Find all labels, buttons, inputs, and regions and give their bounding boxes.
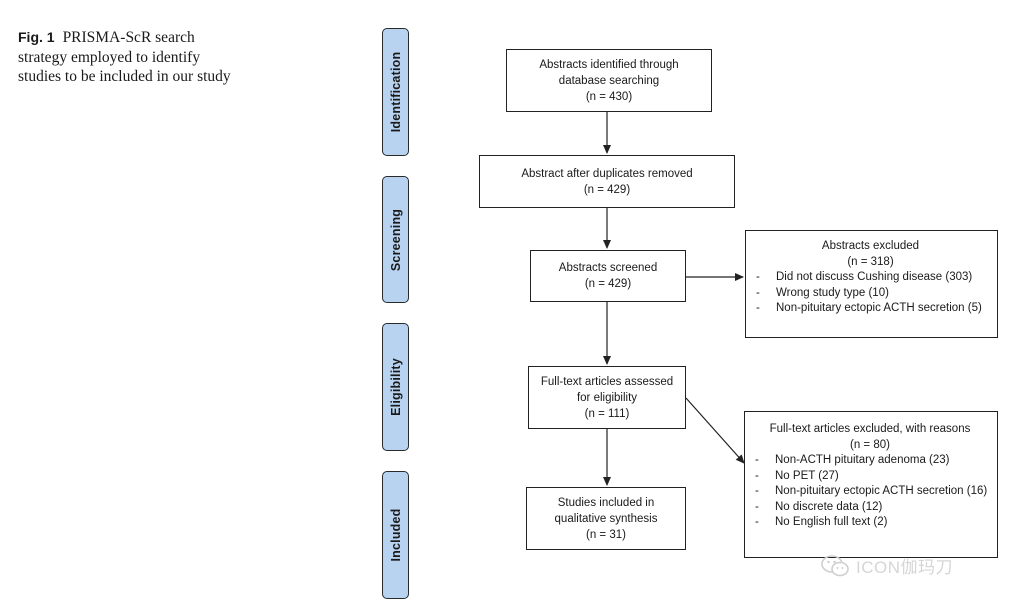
box-after-duplicates: Abstract after duplicates removed (n = 4… [479, 155, 735, 208]
box-count: (n = 430) [585, 90, 633, 103]
phase-screening: Screening [382, 176, 409, 303]
box-text: Abstract after duplicates removed [521, 167, 693, 180]
excluded-abstracts-title: Abstracts excluded [821, 240, 920, 252]
bullet-dash: - [755, 500, 759, 513]
box-records-identified: Abstracts identified through database se… [506, 49, 712, 112]
box-text: Abstracts identified through [539, 58, 679, 71]
bullet-dash: - [755, 516, 759, 528]
excluded-abstracts-count: (n = 318) [847, 255, 894, 268]
box-text: Full-text articles assessed [540, 375, 674, 388]
box-text: Abstracts screened [558, 262, 658, 274]
list-item-text: No PET (27) [775, 469, 839, 482]
list-item: - No English full text (2) [751, 515, 989, 531]
excluded-fulltext-count: (n = 80) [850, 438, 890, 451]
phase-identification: Identification [382, 28, 409, 156]
excluded-fulltext-title: Full-text articles excluded, with reason… [769, 423, 971, 435]
box-text: Studies included in [557, 496, 655, 509]
wechat-icon [821, 554, 849, 576]
list-item: - Non-pituitary ectopic ACTH secretion (1… [751, 484, 989, 500]
caption-text: PRISMA-ScR search strategy employed to i… [18, 29, 231, 85]
arrow-fulltext-to-excluded [685, 397, 745, 464]
bullet-dash: - [756, 286, 760, 299]
list-item: - Non-ACTH pituitary adenoma (23) [751, 453, 989, 469]
box-count: (n = 429) [584, 278, 632, 290]
list-item: - No discrete data (12) [751, 500, 989, 516]
list-item-text: No English full text (2) [775, 516, 888, 528]
box-count: (n = 429) [583, 183, 631, 196]
list-item: - Non-pituitary ectopic ACTH secretion (5… [752, 301, 989, 317]
list-item: - No PET (27) [751, 469, 989, 485]
box-text: for eligibility [576, 391, 638, 404]
bullet-dash: - [755, 469, 759, 482]
bullet-dash: - [756, 302, 760, 314]
box-abstracts-screened: Abstracts screened (n = 429) [530, 250, 686, 302]
bullet-dash: - [756, 271, 760, 283]
box-studies-included: Studies included in qualitative synthesi… [526, 487, 686, 550]
box-fulltext-excluded: Full-text articles excluded, with reason… [744, 411, 998, 558]
watermark: ICON伽玛刀 [820, 553, 953, 578]
box-abstracts-excluded: Abstracts excluded (n = 318) - Did not di… [745, 230, 998, 338]
excluded-abstracts-list: - Did not discuss Cushing disease (303) -… [752, 270, 989, 317]
phase-included: Included [382, 471, 409, 599]
bullet-dash: - [755, 485, 759, 497]
list-item-text: Non-pituitary ectopic ACTH secretion (5) [776, 302, 982, 314]
excluded-fulltext-list: - Non-ACTH pituitary adenoma (23) - No PET… [751, 453, 989, 531]
figure-label: Fig. 1 [18, 29, 55, 45]
phase-eligibility: Eligibility [382, 323, 409, 451]
box-text: qualitative synthesis [554, 512, 658, 525]
box-count: (n = 111) [584, 407, 630, 420]
box-fulltext-assessed: Full-text articles assessed for eligibil… [528, 366, 686, 429]
box-text: database searching [558, 74, 660, 87]
list-item-text: Non-ACTH pituitary adenoma (23) [775, 454, 950, 466]
watermark-text: ICON伽玛刀 [856, 558, 953, 577]
list-item: - Did not discuss Cushing disease (303) [752, 270, 989, 286]
list-item-text: Did not discuss Cushing disease (303) [776, 271, 973, 283]
list-item-text: Wrong study type (10) [776, 286, 889, 299]
list-item-text: Non-pituitary ectopic ACTH secretion (16… [775, 485, 988, 497]
list-item-text: No discrete data (12) [775, 500, 883, 513]
list-item: - Wrong study type (10) [752, 286, 989, 302]
bullet-dash: - [755, 454, 759, 466]
box-count: (n = 31) [586, 528, 626, 541]
